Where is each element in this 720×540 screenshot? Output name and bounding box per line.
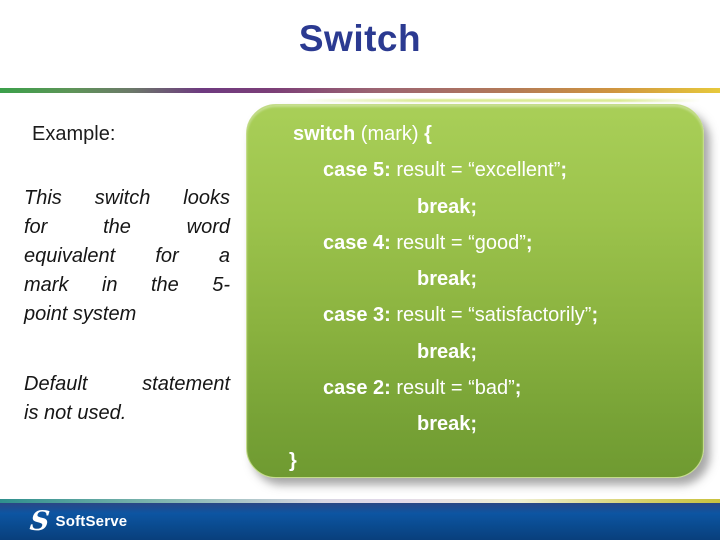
paragraph-line: for the word — [24, 216, 230, 238]
code-semicolon: ; — [514, 377, 522, 400]
code-keyword: case 4: — [323, 231, 391, 254]
code-semicolon: ; — [560, 159, 568, 182]
code-text: result = “good” — [390, 231, 526, 254]
example-heading: Example: — [32, 123, 116, 145]
code-box-top-glow — [300, 99, 700, 102]
code-line-break: break; — [247, 261, 703, 297]
code-keyword: switch — [293, 123, 356, 145]
paragraph-line: mark in the 5- — [24, 274, 230, 296]
code-text: result = “bad” — [390, 377, 515, 400]
paragraph-line: equivalent for a — [24, 245, 230, 267]
code-keyword: break; — [417, 195, 478, 218]
footer-accent-line — [0, 499, 720, 503]
softserve-logo: S SoftServe — [0, 506, 128, 537]
code-line-case-3: case 3: result = “satisfactorily”; — [247, 297, 703, 333]
code-line-switch: switch (mark) { — [247, 116, 703, 152]
code-brace: { — [424, 123, 432, 145]
code-text: result = “satisfactorily” — [390, 304, 592, 327]
code-line-closing-brace: } — [247, 443, 703, 479]
footer-bar: S SoftServe — [0, 503, 720, 540]
code-line-break: break; — [247, 406, 703, 442]
code-semicolon: ; — [591, 304, 599, 327]
softserve-logo-text: SoftServe — [55, 513, 128, 530]
paragraph-line: Default statement — [24, 373, 230, 395]
code-line-break: break; — [247, 189, 703, 225]
slide-title: Switch — [298, 18, 422, 59]
title-divider-gradient — [0, 88, 720, 93]
code-line-case-5: case 5: result = “excellent”; — [247, 152, 703, 188]
code-line-case-2: case 2: result = “bad”; — [247, 370, 703, 406]
left-panel: Example: This switch looks for the word eq… — [24, 122, 230, 428]
code-keyword: break; — [417, 413, 478, 436]
code-text: result = “excellent” — [390, 159, 561, 182]
code-keyword: case 5: — [323, 159, 391, 182]
paragraph-line: is not used. — [24, 402, 127, 424]
description-paragraph: This switch looks for the word equivalent … — [24, 184, 230, 329]
code-semicolon: ; — [525, 231, 533, 254]
code-keyword: break; — [417, 268, 478, 291]
code-line-case-4: case 4: result = “good”; — [247, 225, 703, 261]
default-note-paragraph: Default statement is not used. — [24, 370, 230, 428]
code-brace: } — [289, 449, 297, 472]
code-keyword: case 3: — [323, 304, 391, 327]
code-line-break: break; — [247, 334, 703, 370]
code-keyword: break; — [417, 340, 478, 363]
paragraph-line: This switch looks — [24, 187, 230, 209]
code-keyword: case 2: — [323, 377, 391, 400]
paragraph-line: point system — [24, 303, 137, 325]
code-box: switch (mark) { case 5: result = “excell… — [246, 104, 704, 478]
code-text: (mark) — [355, 123, 425, 145]
softserve-s-icon: S — [28, 506, 52, 537]
